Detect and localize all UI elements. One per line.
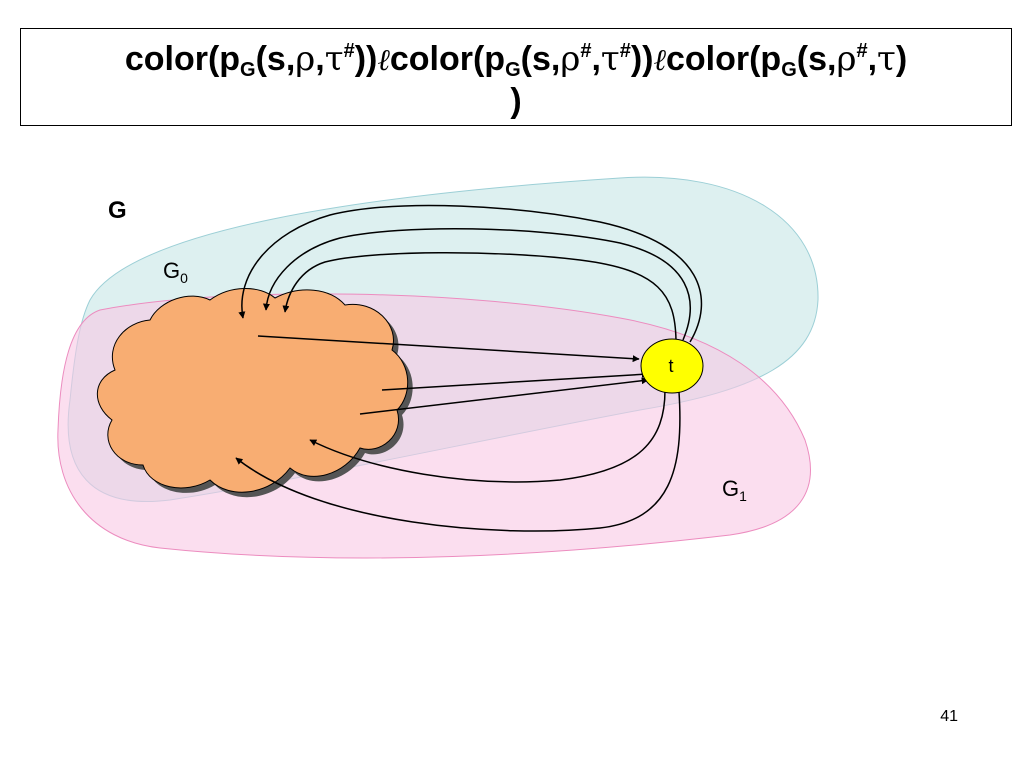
order-symbol: ℓ — [377, 43, 390, 78]
title-superscript: # — [856, 40, 868, 62]
title-subscript: G — [505, 59, 521, 81]
edge-cloud-to-t-1 — [257, 335, 640, 363]
title-seg: color(p — [124, 40, 241, 78]
title-tau: τ — [324, 39, 344, 79]
edge-t-to-cloud-top-2 — [262, 228, 691, 341]
edge-t-to-cloud-top-3 — [282, 251, 677, 341]
title-seg: (s, — [796, 40, 837, 78]
title-seg: (s, — [255, 40, 296, 78]
title-rho: ρ — [560, 39, 581, 79]
graph-label: G — [108, 197, 127, 224]
title-seg: ) — [895, 40, 908, 78]
g1-label-main: G — [722, 476, 739, 501]
edge-t-to-cloud-top-1 — [238, 204, 703, 343]
title-tau: τ — [877, 39, 896, 79]
title-rho: ρ — [295, 39, 316, 79]
title-superscript: # — [580, 40, 592, 62]
title-seg: , — [315, 40, 325, 78]
g0-label-main: G — [163, 258, 180, 283]
edge-t-to-cloud-bottom-2 — [235, 391, 681, 532]
edge-t-to-cloud-bottom-1 — [309, 389, 666, 483]
g0-label: G0 — [163, 258, 188, 286]
title-seg: color(p — [389, 40, 506, 78]
title-text: color(pG(s,ρ,τ#))ℓcolor(pG(s,ρ#,τ#))ℓcol… — [124, 39, 908, 120]
title-rho: ρ — [836, 39, 857, 79]
g1-label: G1 — [722, 476, 747, 504]
title-seg: , — [591, 40, 601, 78]
edge-cloud-to-t-3 — [359, 377, 649, 415]
title-subscript: G — [781, 59, 797, 81]
edge-cloud-to-t-2 — [381, 370, 649, 391]
title-seg: (s, — [520, 40, 561, 78]
g0-label-sub: 0 — [180, 270, 188, 286]
title-subscript: G — [240, 59, 256, 81]
node-t-label: t — [668, 356, 673, 376]
title-superscript: # — [343, 40, 355, 62]
order-symbol: ℓ — [653, 43, 666, 78]
title-tau: τ — [600, 39, 620, 79]
title-seg: color(p — [665, 40, 782, 78]
title-seg: ) — [510, 82, 522, 120]
title-seg: )) — [354, 40, 378, 78]
node-t — [640, 338, 704, 394]
title-box: color(pG(s,ρ,τ#))ℓcolor(pG(s,ρ#,τ#))ℓcol… — [20, 28, 1012, 126]
page-number: 41 — [940, 708, 958, 725]
title-seg: , — [867, 40, 878, 78]
g1-label-sub: 1 — [739, 488, 747, 504]
title-superscript: # — [619, 40, 631, 62]
cloud — [96, 288, 409, 493]
title-seg: )) — [630, 40, 654, 78]
